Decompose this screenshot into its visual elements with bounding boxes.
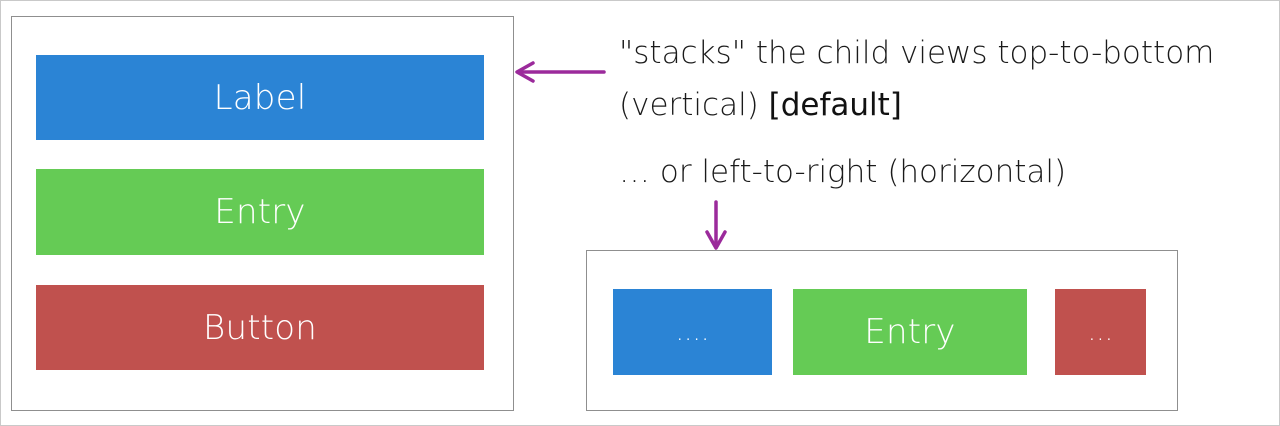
vertical-label-text: Label: [213, 77, 307, 118]
horizontal-entry-text: Entry: [864, 312, 956, 352]
left-arrow-icon: [515, 61, 606, 83]
vertical-description-line1: "stacks" the child views top-to-bottom: [619, 35, 1215, 71]
vertical-stack-frame: Label Entry Button: [11, 16, 514, 411]
default-emphasis: [default]: [768, 87, 902, 123]
horizontal-description: … or left-to-right (horizontal): [619, 154, 1067, 190]
vertical-description-prefix: (vertical): [619, 87, 769, 123]
vertical-description-line2: (vertical) [default]: [619, 81, 902, 129]
horizontal-entry-block: Entry: [793, 289, 1027, 375]
horizontal-first-text: ....: [675, 317, 710, 347]
horizontal-first-block: ....: [613, 289, 772, 375]
vertical-entry-text: Entry: [214, 192, 306, 232]
horizontal-last-text: ...: [1087, 317, 1114, 347]
vertical-label-block: Label: [36, 55, 484, 140]
down-arrow-icon: [705, 200, 727, 250]
horizontal-stack-frame: .... Entry ...: [586, 250, 1178, 411]
vertical-entry-block: Entry: [36, 169, 484, 255]
vertical-button-text: Button: [202, 307, 318, 348]
vertical-button-block: Button: [36, 285, 484, 370]
horizontal-last-block: ...: [1055, 289, 1146, 375]
